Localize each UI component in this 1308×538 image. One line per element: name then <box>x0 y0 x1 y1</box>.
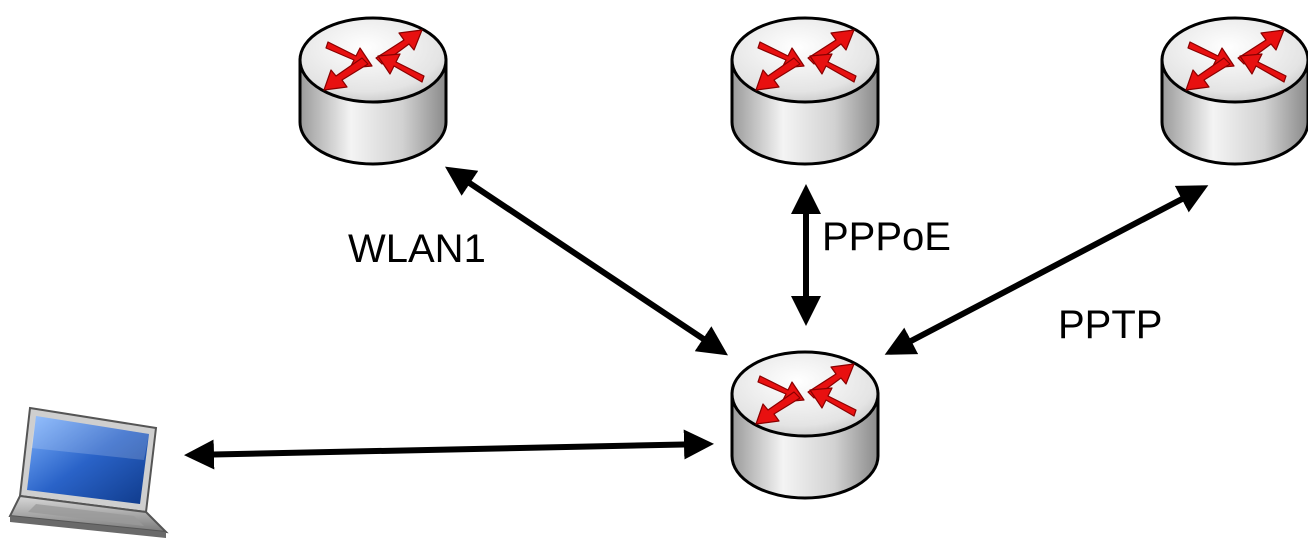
link-label-pptp: PPTP <box>1058 303 1162 347</box>
router-right <box>1160 16 1308 166</box>
laptop-icon <box>9 407 167 538</box>
router-icon <box>298 16 448 166</box>
router-icon <box>730 16 880 166</box>
link-label-pppoe: PPPoE <box>822 215 951 259</box>
router-middle <box>730 16 880 166</box>
link-laptop-arrow <box>184 429 714 470</box>
router-central <box>730 350 880 500</box>
link-wlan1-arrow <box>445 166 728 356</box>
link-label-wlan1: WLAN1 <box>348 227 486 271</box>
links-layer <box>184 166 1209 470</box>
router-left <box>298 16 448 166</box>
laptop <box>9 407 167 538</box>
link-pptp-arrow <box>884 185 1209 355</box>
router-icon <box>730 350 880 500</box>
router-icon <box>1160 16 1308 166</box>
